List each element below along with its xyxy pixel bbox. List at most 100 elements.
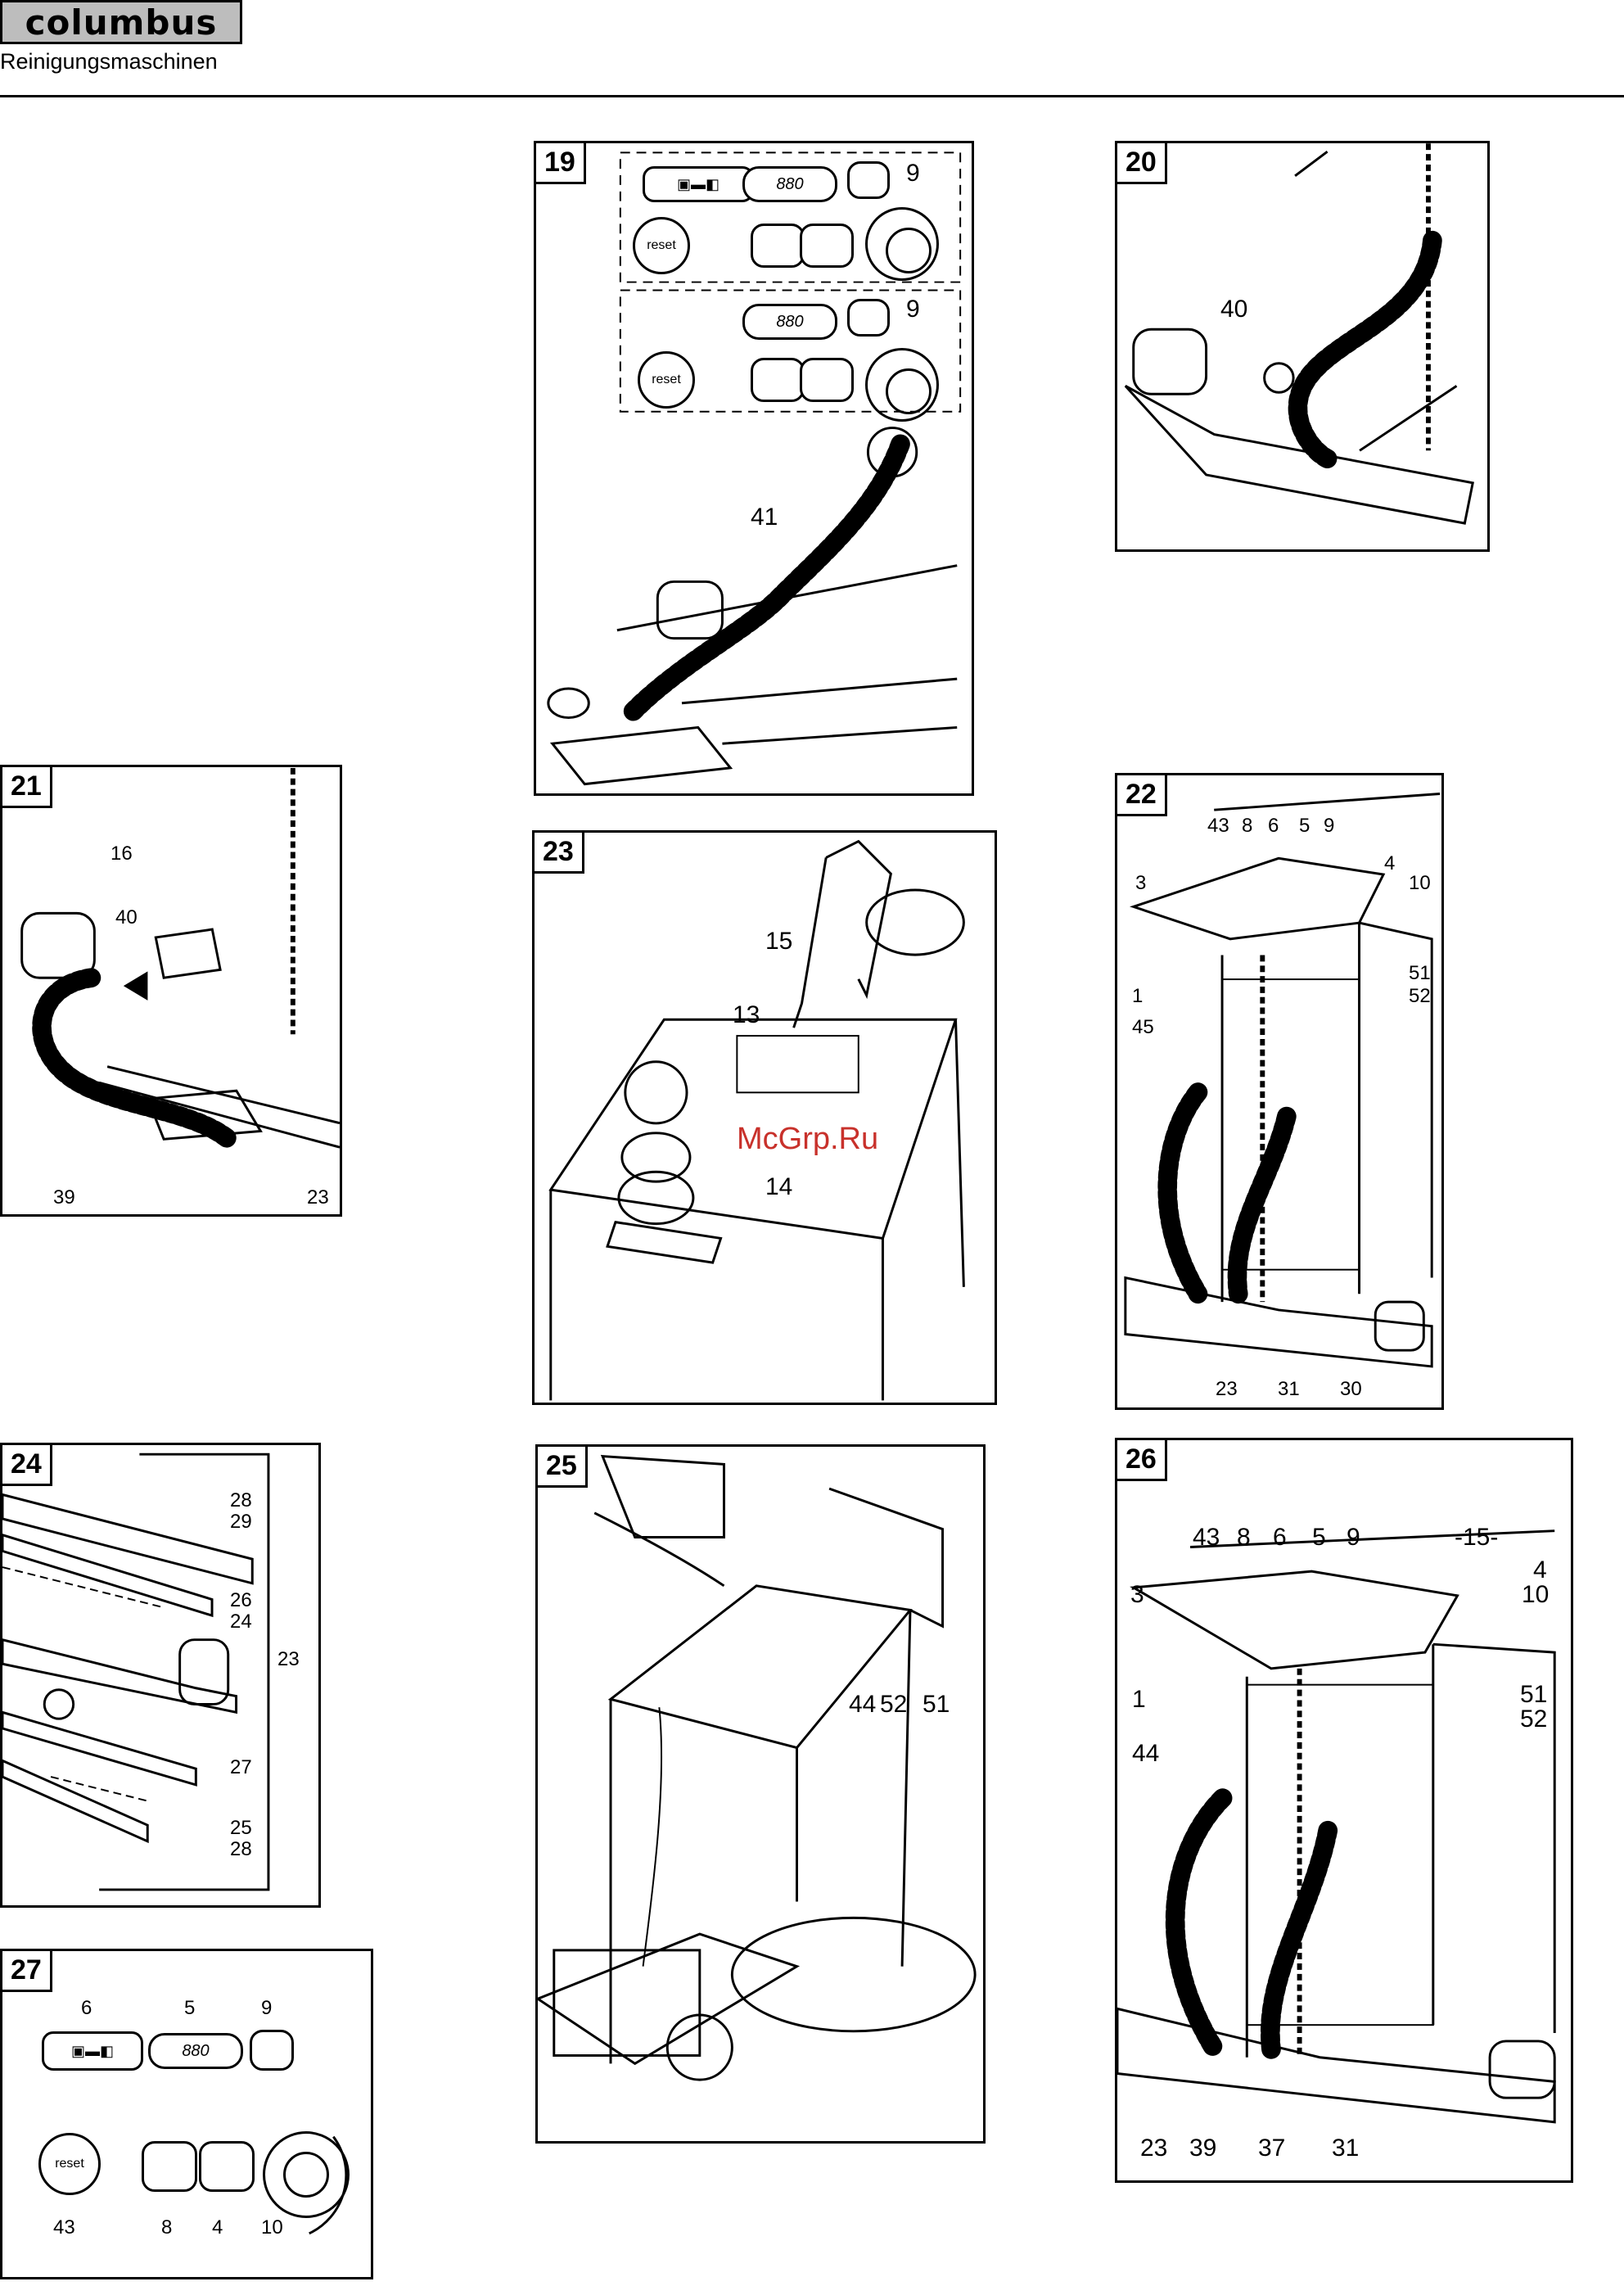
label-9: 9 — [261, 1997, 272, 2020]
figure-number: 19 — [536, 143, 586, 184]
vacuum-button[interactable] — [199, 2141, 255, 2192]
brush-button[interactable] — [751, 224, 805, 268]
label-10: 10 — [261, 2216, 283, 2239]
label-5: 5 — [184, 1997, 195, 2020]
water-dial-2[interactable] — [865, 348, 939, 422]
label-6: 6 — [1268, 815, 1279, 838]
hour-meter-display-2: 880 — [742, 304, 837, 340]
label-8: 8 — [161, 2216, 172, 2239]
indicator-9 — [847, 161, 890, 199]
label-3: 3 — [1135, 872, 1146, 895]
label-44: 44 — [849, 1691, 876, 1719]
label-51: 51 — [923, 1691, 950, 1719]
label-39: 39 — [53, 1186, 75, 1209]
label-52: 52 — [1520, 1705, 1547, 1733]
label-31: 31 — [1278, 1378, 1300, 1401]
figure-20: 20 40 — [1115, 141, 1490, 552]
reset-button[interactable]: reset — [38, 2133, 101, 2195]
hour-meter-display: 880 — [148, 2033, 243, 2069]
figure-number: 21 — [2, 767, 52, 808]
label-5: 5 — [1312, 1524, 1326, 1552]
label-26: 26 — [230, 1589, 252, 1612]
label-1: 1 — [1132, 1686, 1146, 1714]
figure-23: 23 15 13 14 — [532, 830, 997, 1405]
label-41: 41 — [751, 504, 778, 531]
vacuum-button-2[interactable] — [800, 358, 854, 402]
label-52: 52 — [880, 1691, 907, 1719]
figure-22: 22 43 8 6 5 9 4 3 10 51 52 1 45 23 31 30 — [1115, 773, 1444, 1410]
figure-21: 21 16 40 39 23 — [0, 765, 342, 1217]
label-40: 40 — [115, 906, 138, 929]
figure-19: 19 ▣▬◧ 880 9 reset 880 9 reset 41 — [534, 141, 974, 796]
label-1: 1 — [1132, 985, 1143, 1008]
label-28-top: 28 — [230, 1489, 252, 1512]
label-8: 8 — [1237, 1524, 1251, 1552]
reset-button-2[interactable]: reset — [638, 351, 695, 409]
battery-indicator: ▣▬◧ — [42, 2031, 143, 2071]
label-31: 31 — [1332, 2135, 1359, 2162]
label-4: 4 — [1533, 1556, 1547, 1584]
label-15: 15 — [765, 928, 792, 956]
watermark-text: McGrp.Ru — [737, 1122, 878, 1157]
label-43: 43 — [1193, 1524, 1220, 1552]
label-10: 10 — [1522, 1581, 1549, 1609]
figure-number: 26 — [1117, 1440, 1167, 1481]
label-29: 29 — [230, 1511, 252, 1534]
label-24: 24 — [230, 1611, 252, 1633]
figure-number: 22 — [1117, 775, 1167, 816]
label-14: 14 — [765, 1173, 792, 1201]
label-3: 3 — [1130, 1581, 1144, 1609]
figure-number: 25 — [538, 1447, 588, 1488]
brand-subtitle: Reinigungsmaschinen — [0, 49, 218, 75]
label-44: 44 — [1132, 1740, 1159, 1768]
label-23: 23 — [1216, 1378, 1238, 1401]
figure-27: 27 6 5 9 ▣▬◧ 880 reset 43 8 4 10 — [0, 1949, 373, 2279]
brand-logo: columbus — [0, 0, 242, 44]
label-6: 6 — [1273, 1524, 1287, 1552]
label-25: 25 — [230, 1817, 252, 1840]
battery-indicator: ▣▬◧ — [643, 166, 754, 202]
reset-button[interactable]: reset — [633, 217, 690, 274]
label-4: 4 — [1384, 852, 1395, 875]
vacuum-button[interactable] — [800, 224, 854, 268]
label-27: 27 — [230, 1756, 252, 1779]
hour-meter-display: 880 — [742, 166, 837, 202]
brush-button[interactable] — [142, 2141, 197, 2192]
label-23: 23 — [277, 1648, 300, 1671]
header-rule — [0, 95, 1624, 97]
label-51: 51 — [1409, 962, 1431, 985]
figure-25: 25 44 52 51 — [535, 1444, 986, 2144]
label-10: 10 — [1409, 872, 1431, 895]
figure-number: 20 — [1117, 143, 1167, 184]
label-45: 45 — [1132, 1016, 1154, 1039]
label-13: 13 — [733, 1001, 760, 1029]
brush-button-2[interactable] — [751, 358, 805, 402]
water-dial[interactable] — [865, 207, 939, 281]
label-23: 23 — [1140, 2135, 1167, 2162]
water-dial[interactable] — [263, 2131, 350, 2218]
label-37: 37 — [1258, 2135, 1285, 2162]
label-9: 9 — [1347, 1524, 1360, 1552]
label-43: 43 — [1207, 815, 1229, 838]
figure-number: 23 — [535, 833, 584, 874]
label-28-bottom: 28 — [230, 1838, 252, 1861]
label-16: 16 — [111, 843, 133, 865]
label-9-bottom: 9 — [906, 296, 920, 323]
label-8: 8 — [1242, 815, 1252, 838]
figure-number: 27 — [2, 1951, 52, 1992]
label-39: 39 — [1189, 2135, 1216, 2162]
figure-26: 26 43 8 6 5 9 -15- 4 3 10 51 52 1 44 23 … — [1115, 1438, 1573, 2183]
label-9-top: 9 — [906, 160, 920, 187]
label-6: 6 — [81, 1997, 92, 2020]
indicator-9-b — [847, 299, 890, 337]
label-5: 5 — [1299, 815, 1310, 838]
label-51: 51 — [1520, 1681, 1547, 1709]
label-52: 52 — [1409, 985, 1431, 1008]
brand-name: columbus — [25, 2, 218, 43]
figure-24: 24 28 29 26 24 23 27 25 28 — [0, 1443, 321, 1908]
label-15: -15- — [1455, 1524, 1498, 1552]
label-23: 23 — [307, 1186, 329, 1209]
indicator-9 — [250, 2030, 294, 2071]
label-43: 43 — [53, 2216, 75, 2239]
label-4: 4 — [212, 2216, 223, 2239]
